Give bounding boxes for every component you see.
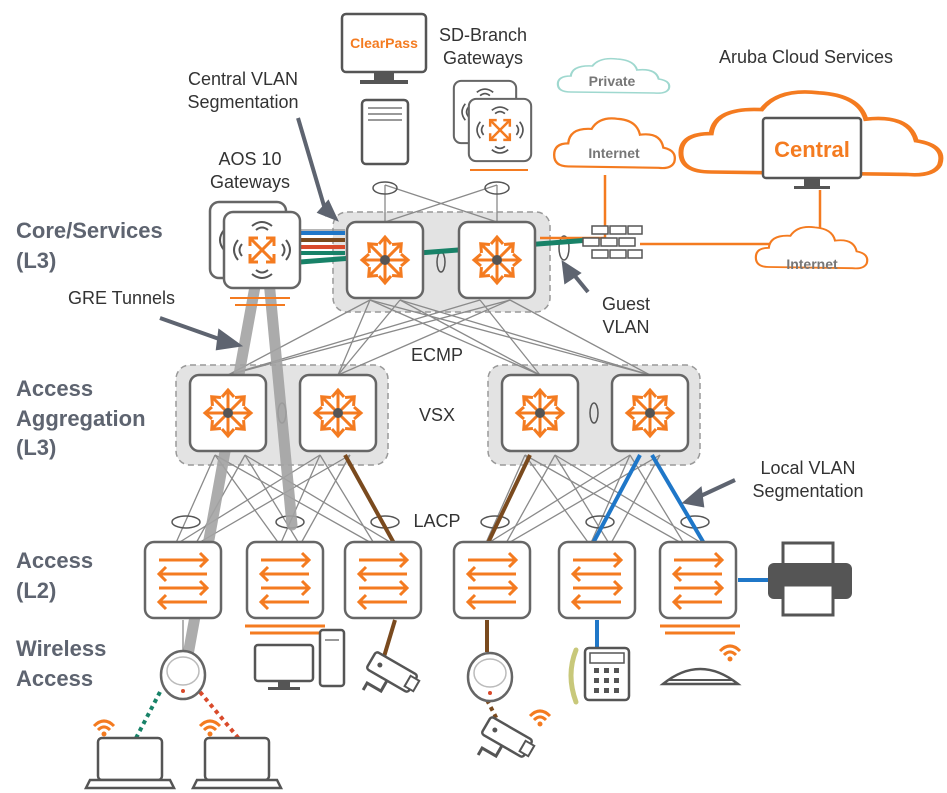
- access-point-icon[interactable]: [159, 649, 207, 701]
- central-vlan-trunks: [300, 231, 345, 255]
- wifi-icon: [198, 719, 222, 738]
- central-label[interactable]: Central: [774, 137, 850, 162]
- wireless-links: [133, 690, 502, 742]
- aos10-gateways-label: AOS 10 Gateways: [210, 148, 290, 193]
- access-switch-icon[interactable]: [143, 540, 223, 620]
- firewall-icon: [582, 225, 643, 259]
- sdbranch-line2: Gateways: [442, 47, 524, 68]
- access-point-icon[interactable]: [466, 651, 514, 703]
- phone-icon: [568, 646, 631, 705]
- camera-icon: [354, 649, 423, 714]
- tier-wireless-line2: Access: [16, 665, 94, 691]
- sdbranch-line1: SD-Branch: [438, 25, 528, 45]
- printer-icon: [768, 541, 852, 617]
- access-switch-icon[interactable]: [557, 540, 637, 620]
- lacp-label: LACP: [413, 511, 461, 531]
- tier-wireless-line1: Wireless: [16, 636, 107, 661]
- gre-tunnels-label: GRE Tunnels: [68, 288, 176, 308]
- laptop-icon: [191, 736, 283, 790]
- ecmp-label: ECMP: [410, 345, 464, 365]
- access-switch-icon[interactable]: [452, 540, 532, 620]
- aggregation-switch-icon[interactable]: [190, 375, 266, 451]
- tier-core-label: Core/Services (L3): [16, 216, 163, 275]
- tier-wireless-label: Wireless Access: [16, 634, 106, 693]
- sd-branch-gateway-icon[interactable]: [452, 79, 533, 171]
- local-vlan-line1: Local VLAN: [760, 458, 856, 478]
- guest-line2: VLAN: [602, 316, 650, 337]
- tier-access-line1: Access: [16, 548, 94, 573]
- tier-core-line1: Core/Services: [16, 218, 163, 243]
- monitor-icon[interactable]: [761, 116, 863, 189]
- aos10-line1: AOS 10: [218, 149, 282, 169]
- internet-links: [540, 175, 822, 246]
- desktop-icon: [253, 628, 346, 690]
- aggregation-switch-icon[interactable]: [612, 375, 688, 451]
- guest-vlan-label: Guest VLAN: [602, 293, 650, 338]
- local-vlan-links: [590, 453, 768, 650]
- internet-cloud-label: Internet: [786, 256, 838, 272]
- wifi-icon: [528, 709, 552, 728]
- cloud-services-label: Aruba Cloud Services: [718, 47, 894, 67]
- annotation-arrows: [159, 117, 736, 508]
- tier-access-label: Access (L2): [16, 546, 93, 605]
- camera-icon: [469, 714, 538, 779]
- internet-cloud-label: Internet: [588, 145, 640, 161]
- guest-line1: Guest: [601, 294, 651, 314]
- brown-vlan-links: [343, 454, 532, 661]
- aos10-line2: Gateways: [209, 171, 291, 192]
- tier-agg-line3: (L3): [16, 435, 57, 461]
- core-switch-icon[interactable]: [347, 222, 423, 298]
- tier-aggregation-label: Access Aggregation (L3): [16, 374, 146, 463]
- local-vlan-line2: Segmentation: [752, 480, 864, 501]
- server-icon: [360, 98, 410, 166]
- aos10-gateway-icon[interactable]: [208, 200, 302, 306]
- central-vlan-line2: Segmentation: [187, 91, 299, 112]
- poe-indicator: [245, 624, 740, 635]
- access-switch-icon[interactable]: [245, 540, 325, 620]
- mesh-links: [174, 184, 706, 650]
- tier-agg-line1: Access: [16, 376, 94, 401]
- access-switch-icon[interactable]: [343, 540, 423, 620]
- laptop-icon: [84, 736, 176, 790]
- clearpass-server-icon[interactable]: [340, 12, 428, 84]
- central-vlan-line1: Central VLAN: [187, 69, 299, 89]
- clearpass-label: ClearPass: [350, 35, 418, 51]
- core-switch-icon[interactable]: [459, 222, 535, 298]
- aggregation-switch-icon[interactable]: [300, 375, 376, 451]
- aggregation-switch-icon[interactable]: [502, 375, 578, 451]
- local-vlan-label: Local VLAN Segmentation: [752, 457, 863, 502]
- tier-core-line2: (L3): [16, 247, 57, 273]
- private-cloud-label: Private: [589, 73, 636, 89]
- sd-branch-label: SD-Branch Gateways: [439, 24, 527, 69]
- wifi-icon: [92, 719, 116, 738]
- vsx-label: VSX: [418, 405, 456, 425]
- tier-agg-line2: Aggregation: [16, 405, 146, 431]
- access-switch-icon[interactable]: [658, 540, 738, 620]
- central-vlan-label: Central VLAN Segmentation: [187, 68, 298, 113]
- tier-access-line2: (L2): [16, 577, 57, 603]
- router-icon: [659, 644, 742, 686]
